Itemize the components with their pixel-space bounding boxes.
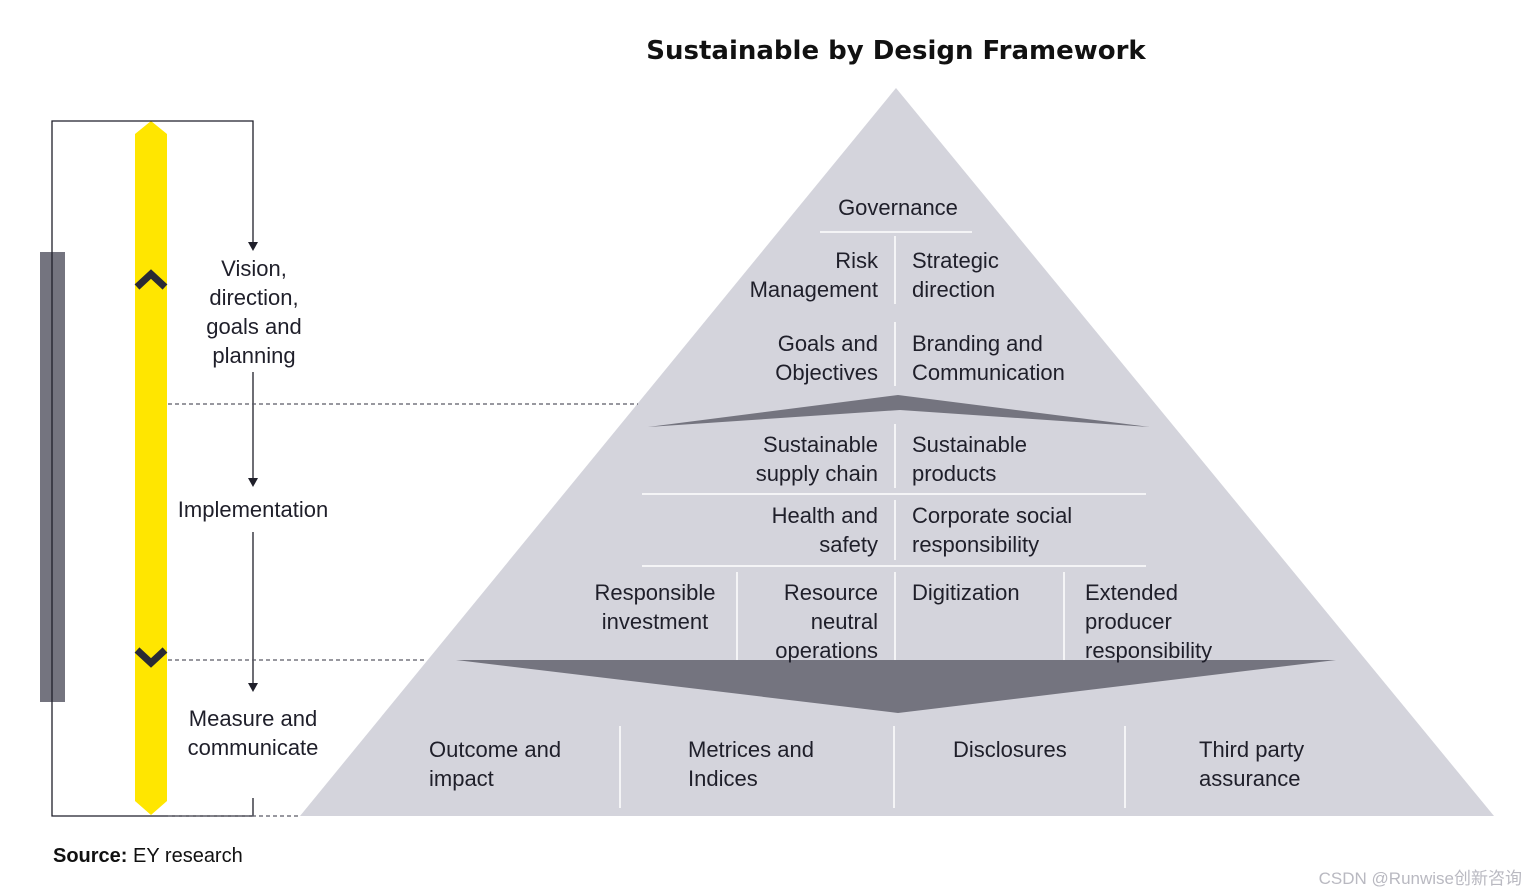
corporate-social-responsibility-label: Corporate social responsibility [912, 503, 1073, 557]
goals-objectives-label: Goals and Objectives [775, 331, 878, 385]
arrow-down-icon [248, 478, 258, 487]
pyramid-shape [300, 88, 1494, 816]
watermark: CSDN @Runwise创新咨询 [1318, 869, 1522, 888]
down-chevron-icon [134, 647, 168, 668]
source-note: Source: EY research [53, 845, 243, 868]
arrow-down-icon [248, 683, 258, 692]
pyramid-dividers [619, 231, 1146, 808]
sustainable-supply-chain-label: Sustainable supply chain [755, 432, 878, 486]
arrowheads [248, 242, 258, 692]
arrow-down-icon [248, 242, 258, 251]
digitization-label: Digitization [912, 580, 1020, 605]
resource-neutral-operations-label: Resource neutral operations [775, 580, 878, 663]
diagram-title: Sustainable by Design Framework [646, 36, 1146, 66]
up-chevron-icon [134, 269, 168, 290]
sustainable-products-label: Sustainable products [912, 432, 1027, 486]
phase-measure-label: Measure and communicate [187, 706, 319, 760]
responsible-investment-label: Responsible investment [594, 580, 716, 634]
third-party-assurance-label: Third party assurance [1199, 737, 1305, 791]
branding-communication-label: Branding and Communication [912, 331, 1065, 385]
disclosures-label: Disclosures [953, 737, 1067, 762]
phase-implementation-label: Implementation [177, 497, 329, 522]
metrices-indices-label: Metrices and Indices [688, 737, 814, 791]
phase-vision-label: Vision, direction, goals and planning [206, 256, 302, 368]
source-label: Source: [53, 845, 128, 867]
yellow-phase-bar [135, 121, 167, 815]
risk-management-label: Risk Management [749, 248, 878, 302]
extended-producer-responsibility-label: Extended producer responsibility [1085, 580, 1213, 663]
lower-chevron [456, 660, 1336, 713]
governance-label: Governance [838, 195, 958, 220]
health-safety-label: Health and safety [771, 503, 878, 557]
upper-chevron [648, 395, 1150, 427]
source-text: EY research [133, 845, 243, 867]
outcome-impact-label: Outcome and impact [429, 737, 562, 791]
dashed-guides [168, 403, 638, 817]
strategic-direction-label: Strategic direction [912, 248, 999, 302]
